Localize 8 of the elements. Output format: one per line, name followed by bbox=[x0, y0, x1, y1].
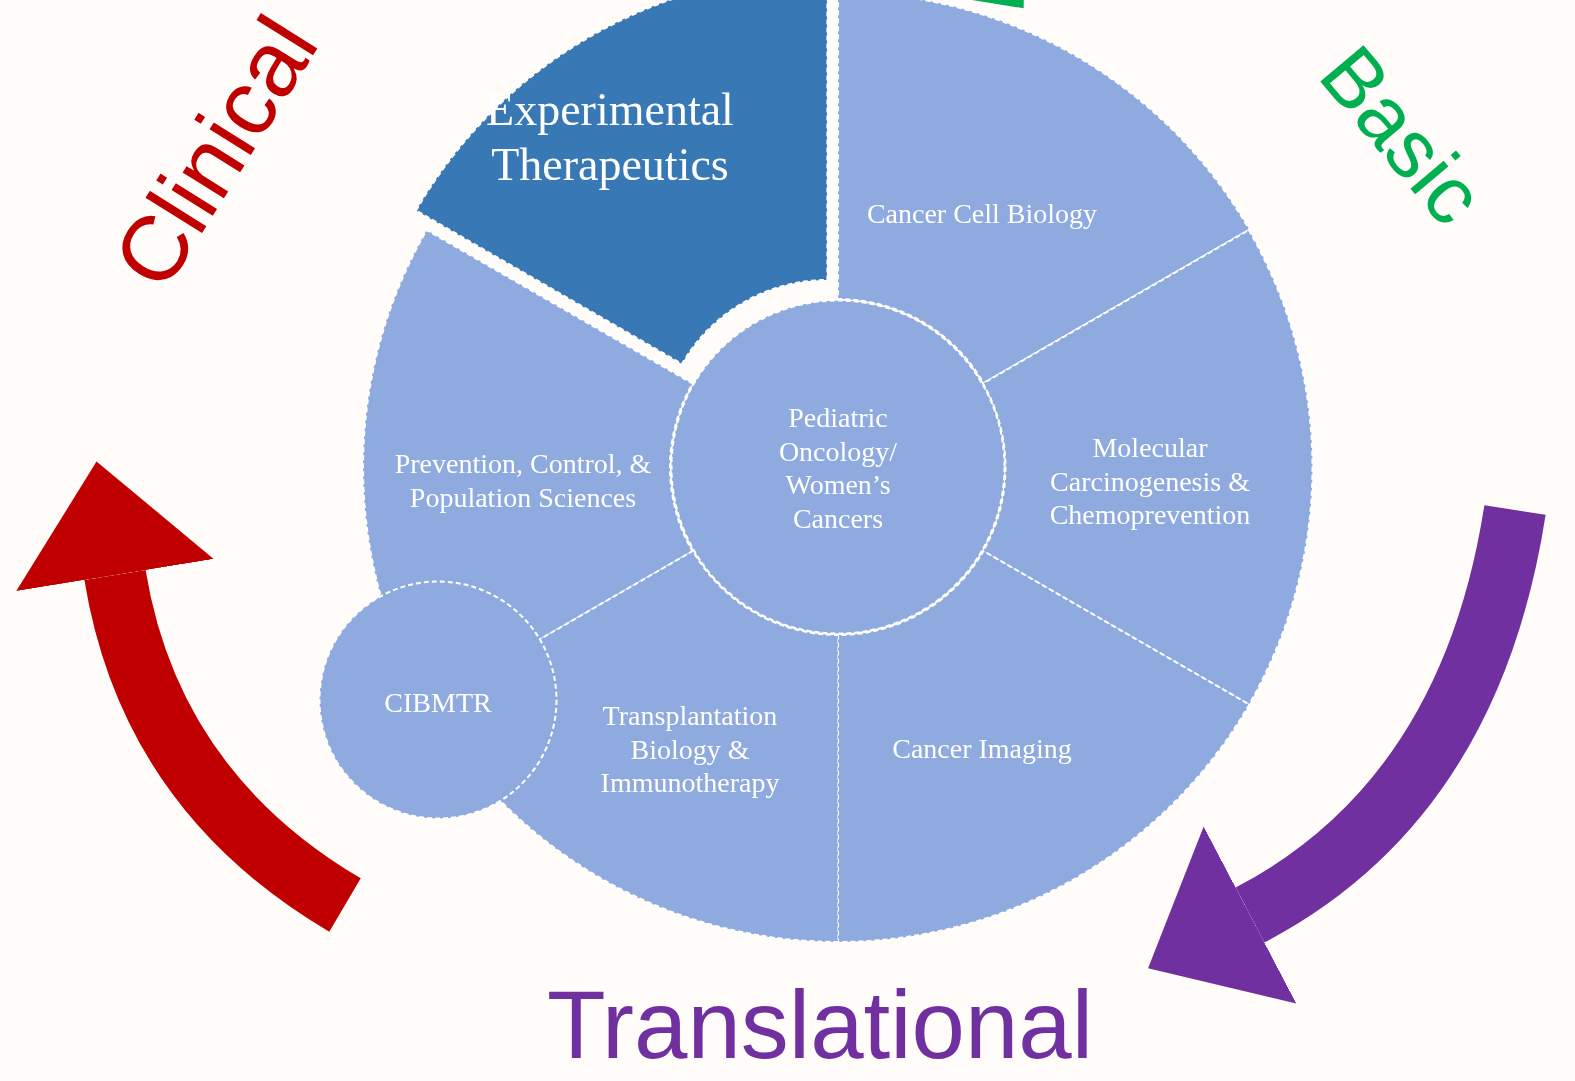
segment-label: Pediatric Oncology/ Women’s Cancers bbox=[777, 400, 899, 536]
segment-label: CIBMTR bbox=[383, 686, 493, 720]
segment-label: Molecular Carcinogenesis & Chemoprevention bbox=[1048, 430, 1252, 532]
segment-label: Cancer Imaging bbox=[891, 732, 1073, 766]
segment-label: Cancer Cell Biology bbox=[865, 197, 1099, 231]
segment-label: Prevention, Control, & Population Sciences bbox=[393, 447, 653, 515]
segment-label: Transplantation Biology & Immunotherapy bbox=[599, 698, 781, 800]
translational-label: Translational bbox=[547, 977, 1093, 1073]
